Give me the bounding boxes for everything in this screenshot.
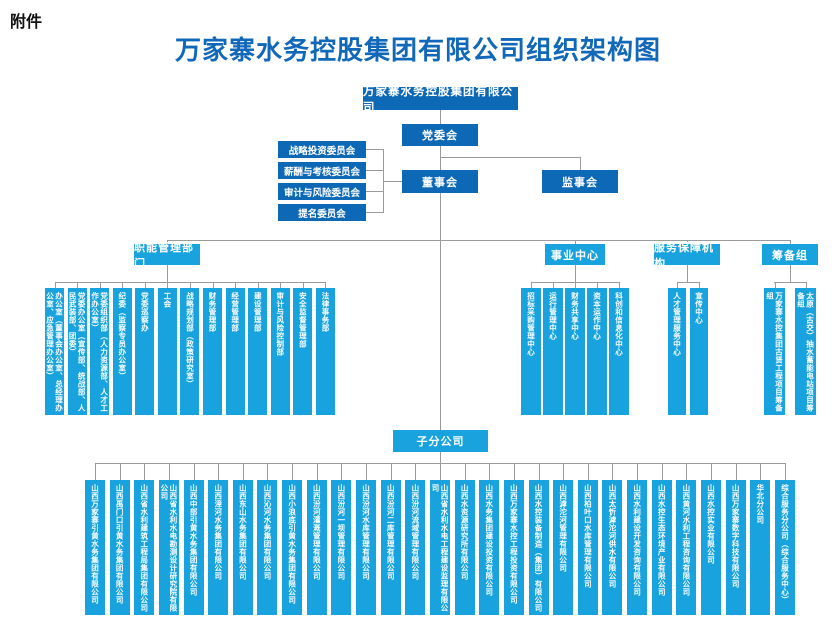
committee-box: 薪酬与考核委员会 xyxy=(278,162,366,179)
subsidiary-box: 山西万家寨引黄水务集团有限公司 xyxy=(85,480,105,615)
subsidiary-box: 山西汾河水库管理有限公司 xyxy=(356,480,377,615)
department-box: 党委巡察办 xyxy=(135,288,155,415)
committee-box: 审计与风险委员会 xyxy=(278,183,366,200)
department-box: 党委办公室（宣传部、统战部、人民武装部、团委） xyxy=(67,288,87,415)
connector-line xyxy=(366,149,383,150)
preparatory-box: 太原（古交）抽水蓄能电站项目筹备组 xyxy=(795,288,816,415)
connector-line xyxy=(440,146,441,430)
department-box: 审计与风险控制部 xyxy=(270,288,290,415)
subsidiary-box: 山西汾河二库管理有限公司 xyxy=(380,480,401,615)
connector-line xyxy=(687,240,688,244)
subsidiary-box: 山西汾河灌溉管理有限公司 xyxy=(306,480,327,615)
board-box: 董事会 xyxy=(402,170,478,193)
connector-line xyxy=(790,265,791,282)
preparatory-box: 万家寨水控集团古贤工程项目筹备组 xyxy=(764,288,785,415)
connector-line xyxy=(366,212,383,213)
department-box: 党委组织部（人力资源部、人才工作办公室） xyxy=(90,288,110,415)
subsidiary-box: 山西省水利水电勘测设计研究院有限公司 xyxy=(158,480,179,615)
subsidiaries-row: 山西万家寨引黄水务集团有限公司 山西禹门口引黄水务集团有限公司 山西省水利建筑工… xyxy=(85,463,795,615)
connector-line xyxy=(440,452,441,463)
branch-service-header: 服务保障机构 xyxy=(654,242,720,270)
connector-line xyxy=(383,181,402,182)
root-company-box: 万家寨水务控股集团有限公司 xyxy=(363,86,518,114)
subsidiary-box: 综合服务分公司（综合服务中心） xyxy=(774,480,795,615)
connector-line xyxy=(167,240,790,241)
service-box: 宣传中心 xyxy=(690,288,708,415)
subsidiary-box: 山西漳河水务集团有限公司 xyxy=(208,480,229,615)
subsidiary-box: 山西省水利水电工程建设监理有限公司 xyxy=(429,480,450,615)
page-title: 万家寨水务控股集团有限公司组织架构图 xyxy=(174,35,661,65)
committee-box: 战略投资委员会 xyxy=(278,141,366,158)
subsidiary-box: 山西黄河水利工程咨询有限公司 xyxy=(676,480,697,615)
connector-line xyxy=(575,265,576,282)
connector-line xyxy=(580,157,581,170)
subsidiary-box: 山西柏叶口水库管理有限公司 xyxy=(577,480,598,615)
department-box: 纪委（监察专员办公室） xyxy=(112,288,132,415)
connector-line xyxy=(366,170,383,171)
connector-line xyxy=(575,240,576,244)
branch-preparatory-header: 筹备组 xyxy=(762,244,818,265)
subsidiary-box: 山西水利建设开发咨询有限公司 xyxy=(627,480,648,615)
business-centers-row: 招标采购管理中心 运行管理中心 财务共享中心 资本运作中心 科创和信息化中心 xyxy=(521,282,629,415)
subsidiary-box: 山西水控装备制造（集团）有限公司 xyxy=(528,480,549,615)
center-box: 招标采购管理中心 xyxy=(521,288,541,415)
department-box: 法律事务部 xyxy=(315,288,335,415)
center-box: 运行管理中心 xyxy=(543,288,563,415)
subsidiary-box: 山西滹沱河管理有限公司 xyxy=(553,480,574,615)
branch-functional-header: 职能管理部门 xyxy=(134,242,200,270)
subsidiary-box: 山西沁河水务集团有限公司 xyxy=(257,480,278,615)
connector-line xyxy=(440,110,441,124)
preparatory-groups-row: 万家寨水控集团古贤工程项目筹备组 太原（古交）抽水蓄能电站项目筹备组 xyxy=(764,282,816,415)
connector-line xyxy=(774,282,806,283)
center-box: 科创和信息化中心 xyxy=(609,288,629,415)
attachment-label: 附件 xyxy=(10,14,43,31)
subsidiary-box: 山西小浪底引黄水务集团有限公司 xyxy=(282,480,303,615)
department-box: 办公室（董事会办公室、总经理办公室、应急管理办公室） xyxy=(45,288,64,415)
supervisory-board-box: 监事会 xyxy=(542,170,618,193)
connector-line xyxy=(366,191,383,192)
branch-business-header: 事业中心 xyxy=(545,244,605,265)
connector-line xyxy=(687,265,688,282)
subsidiaries-header: 子分公司 xyxy=(393,430,488,452)
subsidiary-box: 山西水务集团建设投资有限公司 xyxy=(479,480,500,615)
subsidiary-box: 山西中部引黄水务集团有限公司 xyxy=(183,480,204,615)
connector-line xyxy=(440,157,580,158)
subsidiary-box: 山西水资源研究所有限公司 xyxy=(454,480,475,615)
subsidiary-box: 山西汾河流域管理有限公司 xyxy=(405,480,426,615)
subsidiary-box: 山西省水利建筑工程局集团有限公司 xyxy=(134,480,155,615)
party-committee-box: 党委会 xyxy=(402,124,478,146)
subsidiary-box: 山西汾河一坝管理有限公司 xyxy=(331,480,352,615)
department-box: 工会 xyxy=(157,288,177,415)
department-box: 建设管理部 xyxy=(248,288,268,415)
center-box: 财务共享中心 xyxy=(565,288,585,415)
service-support-row: 人才管理服务中心 宣传中心 xyxy=(668,282,708,415)
department-box: 战略规划部（政策研究室） xyxy=(180,288,200,415)
center-box: 资本运作中心 xyxy=(587,288,607,415)
department-box: 财务管理部 xyxy=(203,288,223,415)
service-box: 人才管理服务中心 xyxy=(668,288,686,415)
subsidiary-box: 山西水控生态环境产业有限公司 xyxy=(651,480,672,615)
department-box: 经营管理部 xyxy=(225,288,245,415)
connector-line xyxy=(790,240,791,244)
functional-departments-row: 办公室（董事会办公室、总经理办公室、应急管理办公室） 党委办公室（宣传部、统战部… xyxy=(45,282,335,415)
subsidiary-box: 山西水控实业有限公司 xyxy=(701,480,722,615)
subsidiary-box: 山西禹门口引黄水务集团有限公司 xyxy=(109,480,130,615)
connector-line xyxy=(167,265,168,282)
subsidiary-box: 山西东山水务集团有限公司 xyxy=(232,480,253,615)
subsidiary-box: 山西万家寨水控工程投资有限公司 xyxy=(503,480,524,615)
committee-box: 提名委员会 xyxy=(278,204,366,221)
subsidiary-box: 山西太忻滹沱河供水有限公司 xyxy=(602,480,623,615)
connector-line xyxy=(167,240,168,244)
subsidiary-box: 山西万家寨数字科技有限公司 xyxy=(725,480,746,615)
subsidiary-box: 华北分公司 xyxy=(750,480,771,615)
department-box: 安全监督管理部 xyxy=(293,288,313,415)
connector-line xyxy=(677,282,699,283)
